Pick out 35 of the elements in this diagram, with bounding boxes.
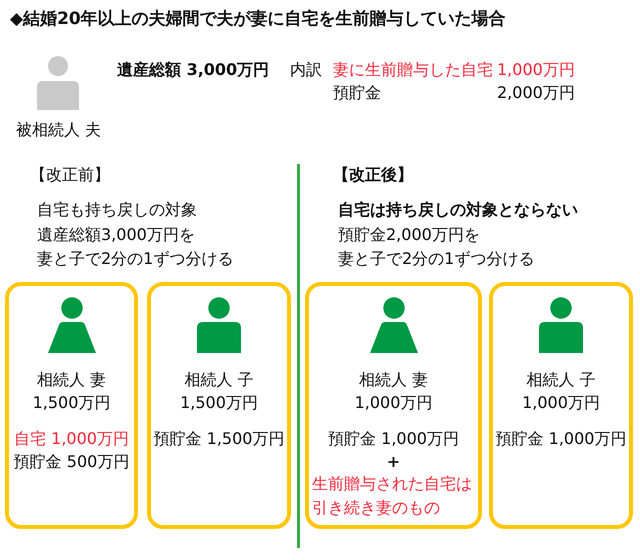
asset-name: 妻に生前贈与した自宅 — [333, 59, 493, 81]
heir-card — [489, 282, 633, 529]
heir-label: 相続人 子 — [184, 369, 254, 391]
heir-label: 相続人 妻 — [358, 369, 428, 391]
plus-sign: + — [386, 451, 400, 473]
asset-amount: 1,000万円 — [497, 59, 575, 81]
section-heading: 【改正後】 — [333, 164, 413, 186]
heir-label: 相続人 子 — [526, 369, 596, 391]
asset-line: 自宅 1,000万円 — [14, 428, 129, 450]
note-text: 妻と子で2分の1ずつ分ける — [338, 248, 534, 270]
heir-card — [147, 282, 291, 529]
asset-amount: 2,000万円 — [497, 82, 575, 104]
note-text: 預貯金2,000万円を — [338, 224, 480, 246]
share-amount: 1,500万円 — [32, 392, 110, 414]
note-text: 自宅も持ち戻しの対象 — [37, 199, 197, 221]
note-text: 妻と子で2分の1ずつ分ける — [37, 248, 234, 270]
share-amount: 1,500万円 — [180, 392, 258, 414]
asset-line: 預貯金 1,000万円 — [496, 428, 626, 450]
title-text: ◆結婚20年以上の夫婦間で夫が妻に自宅を生前贈与していた場合 — [10, 8, 506, 30]
asset-line: 預貯金 1,500万円 — [154, 428, 284, 450]
asset-line: 預貯金 500万円 — [14, 451, 130, 473]
note-text: 自宅は持ち戻しの対象とならない — [338, 199, 578, 221]
asset-line: 預貯金 1,000万円 — [328, 428, 459, 450]
person-caption: 被相続人 夫 — [16, 119, 102, 141]
share-amount: 1,000万円 — [522, 392, 600, 414]
heir-card — [305, 282, 482, 529]
breakdown-label: 内訳 — [290, 59, 322, 81]
asset-name: 預貯金 — [333, 82, 381, 104]
total-amount: 遺産総額 3,000万円 — [117, 59, 270, 81]
share-amount: 1,000万円 — [354, 392, 432, 414]
note-text: 遺産総額3,000万円を — [37, 224, 195, 246]
heir-card — [5, 282, 138, 529]
section-heading: 【改正前】 — [30, 164, 110, 186]
note-text: 生前贈与された自宅は引き続き妻のもの — [312, 473, 473, 519]
heir-label: 相続人 妻 — [36, 369, 106, 391]
